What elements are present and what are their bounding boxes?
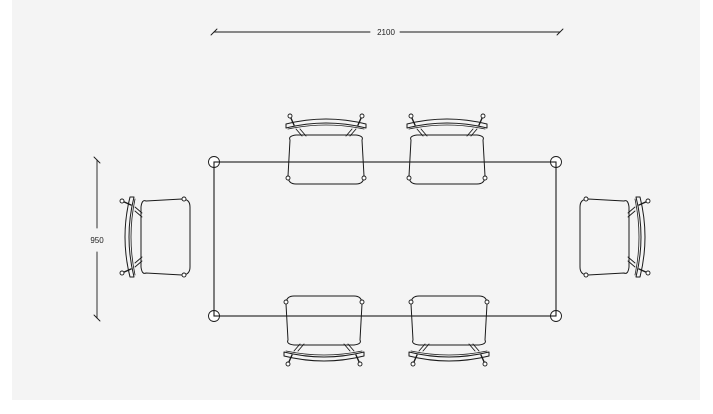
width-dimension-label: 2100 bbox=[377, 28, 395, 37]
depth-dimension: 950 bbox=[90, 156, 104, 322]
width-dimension: 2100 bbox=[210, 28, 564, 37]
depth-dimension-label: 950 bbox=[90, 236, 104, 245]
drawing-background bbox=[12, 0, 700, 400]
table-top bbox=[213, 161, 557, 317]
